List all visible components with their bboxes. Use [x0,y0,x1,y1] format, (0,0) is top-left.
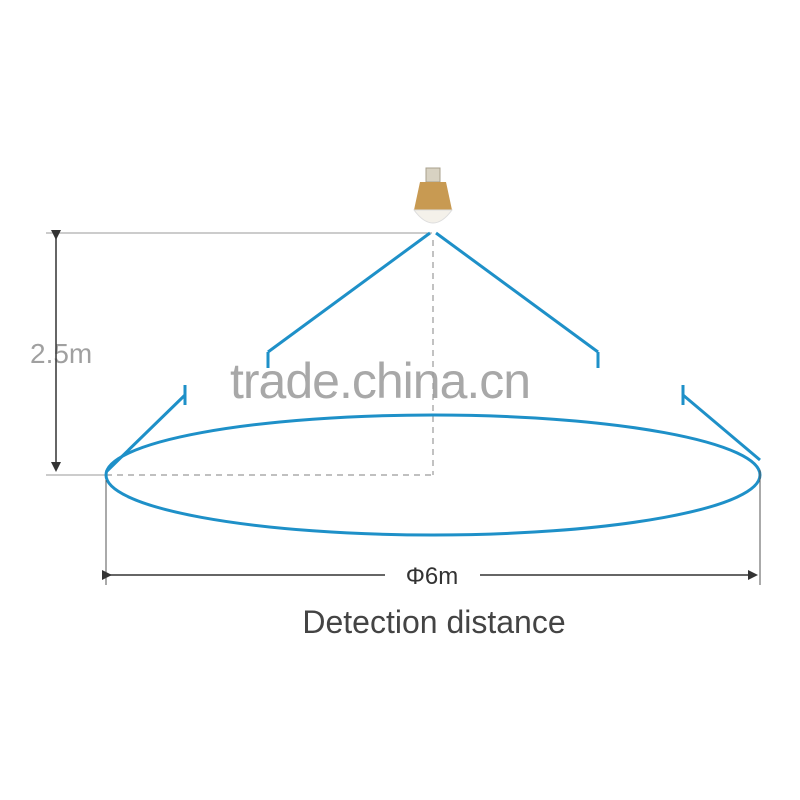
beam-right-outer [682,393,761,462]
detection-distance-caption: Detection distance [302,604,565,640]
height-label: 2.5m [30,338,93,369]
beam-left-inner [267,231,431,354]
beam-right-inner [435,231,599,354]
light-bulb-icon [413,167,453,224]
diameter-label: Φ6m [406,563,459,590]
watermark-text: trade.china.cn [230,353,531,409]
